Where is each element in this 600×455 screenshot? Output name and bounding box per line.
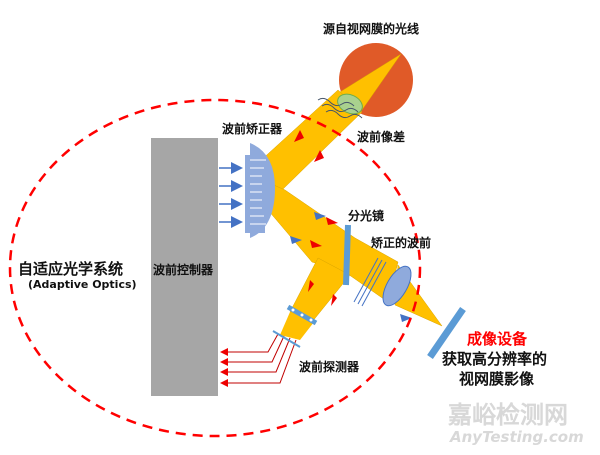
eye-lens: [337, 93, 363, 115]
beam-splitter: [343, 224, 351, 286]
label-imaging-desc-1: 获取高分辨率的: [442, 350, 548, 368]
wavefront-sensor: [272, 304, 318, 348]
label-wavefront-controller: 波前控制器: [153, 263, 214, 277]
aberration-waves-icon: [317, 97, 363, 119]
watermark-en: AnyTesting.com: [450, 428, 584, 446]
label-light-from-retina: 源自视网膜的光线: [323, 22, 420, 36]
beam-direction-arrows: [290, 130, 412, 322]
control-arrows: [219, 162, 243, 228]
corrected-wavefront-lines: [353, 257, 387, 307]
watermark-cn: 嘉峪检测网: [448, 401, 568, 429]
wavefront-corrector: [245, 143, 275, 238]
label-wavefront-corrector: 波前矫正器: [222, 122, 283, 136]
system-title: 自适应光学系统: [18, 260, 124, 278]
label-beam-splitter: 分光镜: [348, 209, 385, 223]
wavefront-controller-box: [151, 138, 218, 396]
adaptive-optics-boundary: [8, 98, 422, 438]
label-wavefront-aberration: 波前像差: [357, 130, 406, 144]
sensor-signal-arrows: [220, 333, 297, 387]
label-corrected-wavefront: 矫正的波前: [371, 236, 432, 250]
label-imaging-desc-2: 视网膜影像: [459, 370, 535, 388]
label-imaging-device: 成像设备: [467, 330, 528, 348]
focusing-lens: [382, 265, 412, 307]
label-wavefront-sensor: 波前探测器: [299, 360, 360, 374]
system-subtitle: (Adaptive Optics): [28, 278, 137, 291]
imaging-device: [427, 307, 466, 359]
